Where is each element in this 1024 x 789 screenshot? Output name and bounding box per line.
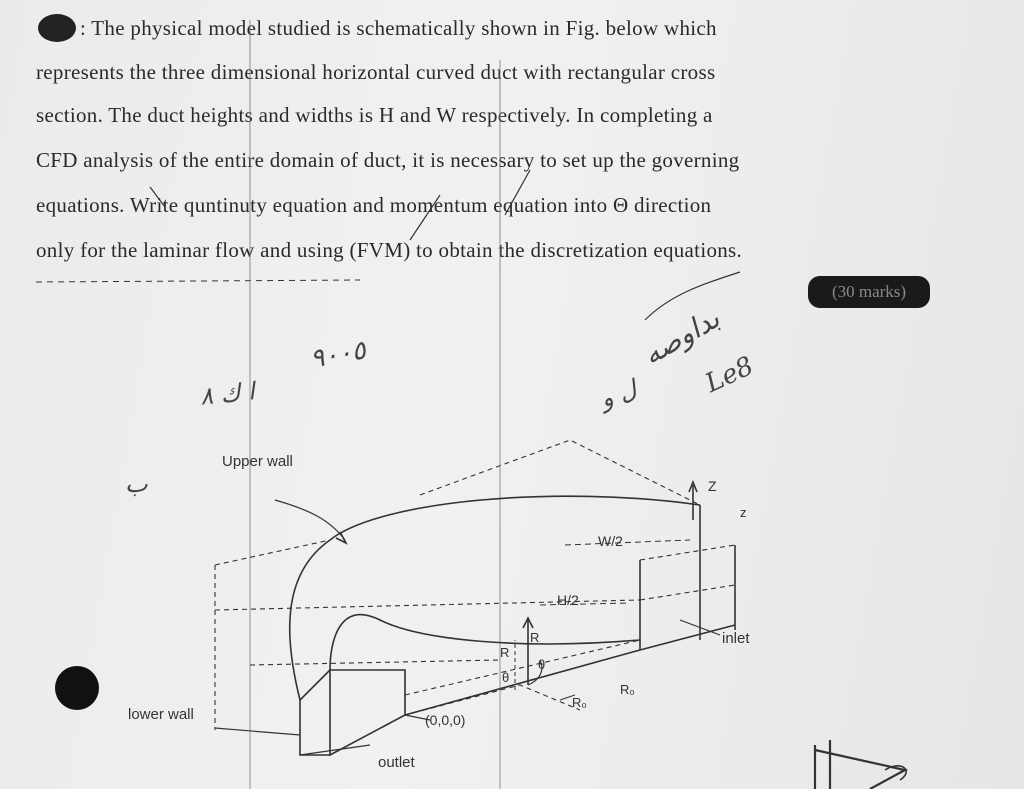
w-half-label: W/2 [598, 533, 623, 549]
question-line-6: only for the laminar flow and using (FVM… [36, 238, 743, 262]
handwriting-note-e: ب [125, 470, 148, 498]
handwriting-note-b: ا ك ٨ [198, 377, 256, 411]
r-inner-label: R [500, 645, 510, 660]
lower-wall-label: lower wall [128, 706, 194, 723]
ink-blot [55, 666, 99, 710]
question-line-1: : The physical model studied is schemati… [80, 16, 717, 40]
marks-badge: (30 marks) [808, 276, 930, 308]
question-line-5: equations. Write quntinuty equation and … [36, 193, 712, 217]
z-small-label: z [740, 505, 747, 520]
origin-label: (0,0,0) [425, 712, 466, 728]
upper-wall-label: Upper wall [222, 453, 293, 470]
theta-inner-label: θ [502, 670, 510, 685]
inlet-label: inlet [722, 630, 750, 647]
question-line-4: CFD analysis of the entire domain of duc… [36, 148, 740, 172]
ro-label-2: R₀ [620, 682, 635, 697]
r-label: R [530, 630, 540, 645]
z-axis-label: Z [708, 478, 717, 494]
question-number-badge: Q1 [38, 14, 76, 42]
ro-label-1: R₀ [572, 695, 587, 710]
h-half-label: H/2 [557, 592, 579, 608]
theta-label: θ [538, 657, 546, 672]
question-line-3: section. The duct heights and widths is … [36, 103, 713, 127]
question-line-2: represents the three dimensional horizon… [36, 60, 716, 84]
outlet-label: outlet [378, 754, 415, 771]
